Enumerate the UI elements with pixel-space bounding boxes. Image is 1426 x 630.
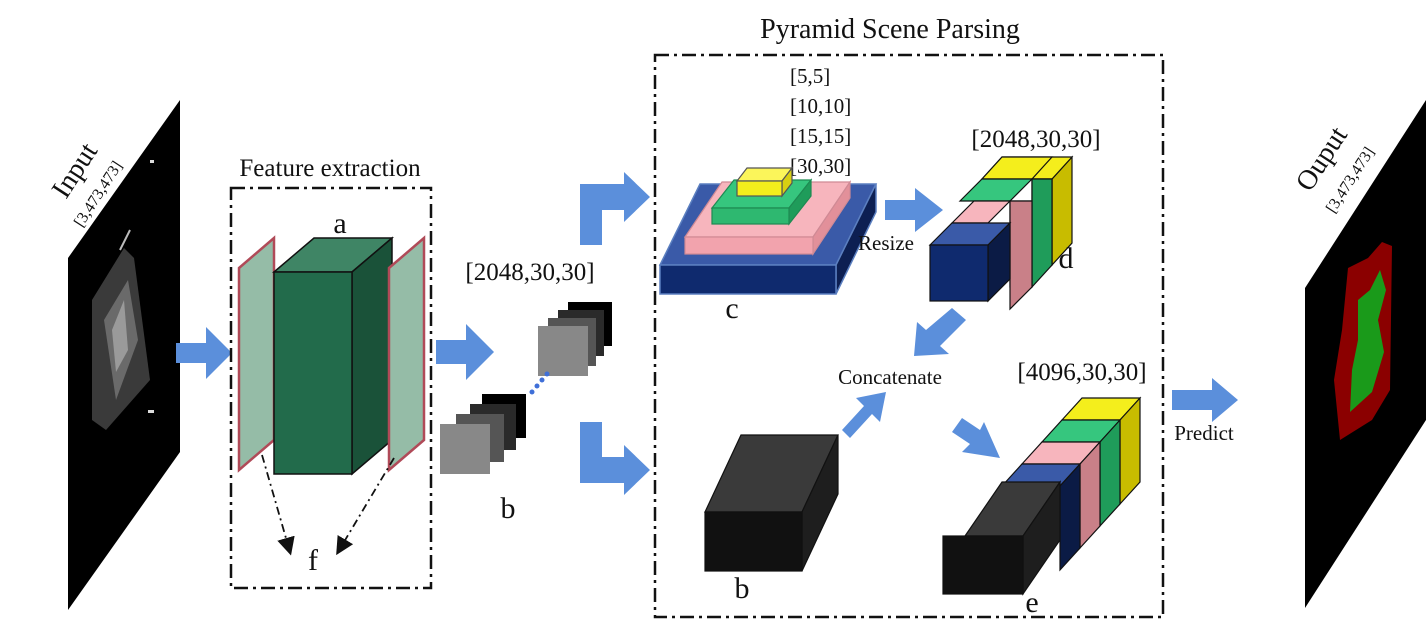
feature-extraction-label: Feature extraction	[239, 155, 421, 182]
arrow-resize	[885, 188, 943, 232]
feature-block-b	[704, 434, 839, 572]
psp-module-box	[653, 53, 1165, 619]
arrow-split-up	[580, 172, 650, 245]
feature-map-stack	[440, 302, 612, 474]
features-dims-label: [2048,30,30]	[465, 259, 594, 286]
dashed-arrow-left	[261, 454, 295, 556]
feature-panel-left	[237, 235, 276, 473]
diagram-title: Pyramid Scene Parsing	[760, 14, 1020, 45]
pool-size-10: [10,10]	[790, 94, 851, 118]
pyramid-pooling-layers	[658, 166, 878, 295]
concatenate-label: Concatenate	[838, 365, 942, 389]
pool-size-30: [30,30]	[790, 154, 851, 178]
dashed-arrow-right	[336, 457, 395, 556]
feature-block-letter: b	[735, 572, 750, 605]
concatenated-feature-stack	[942, 396, 1142, 596]
arrow-features-to-maps	[436, 324, 494, 380]
feature-letter: f	[308, 544, 318, 577]
feature-map-letter: b	[501, 492, 516, 525]
feature-panel-right	[387, 235, 426, 473]
arrow-input-to-features	[176, 327, 232, 379]
arrow-split-down	[580, 422, 650, 495]
resize-label: Resize	[858, 231, 914, 255]
pyramid-letter: c	[725, 292, 738, 325]
arrow-d-to-concatenate	[914, 308, 966, 356]
arrow-b-to-concatenate	[842, 392, 886, 438]
concat-dims-label: [4096,30,30]	[1017, 359, 1146, 386]
feature-extraction-box	[229, 186, 433, 590]
output-mask	[1305, 100, 1426, 608]
arrow-predict	[1172, 378, 1238, 422]
predict-label: Predict	[1174, 421, 1234, 445]
concatenated-letter: e	[1025, 586, 1038, 619]
arrow-concatenate-to-e	[952, 418, 1000, 458]
pool-size-5: [5,5]	[790, 64, 830, 88]
resized-letter: d	[1059, 242, 1074, 275]
pool-size-15: [15,15]	[790, 124, 851, 148]
backbone-cube	[271, 236, 395, 476]
resized-feature-stack	[928, 155, 1074, 311]
input-image	[68, 100, 180, 610]
resized-dims-label: [2048,30,30]	[971, 126, 1100, 153]
backbone-letter: a	[333, 207, 346, 240]
